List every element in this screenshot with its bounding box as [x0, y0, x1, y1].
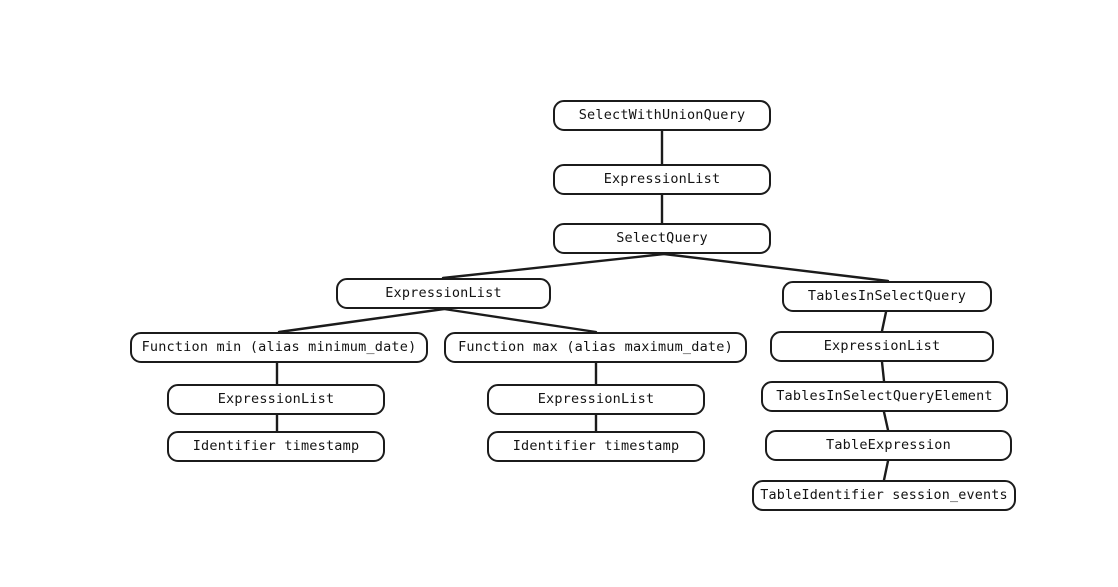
tree-node-label: TableExpression: [826, 436, 951, 453]
tree-node[interactable]: TableExpression: [765, 430, 1012, 461]
tree-node[interactable]: ExpressionList: [770, 331, 994, 362]
tree-node-label: ExpressionList: [385, 284, 502, 301]
tree-node[interactable]: ExpressionList: [336, 278, 551, 309]
tree-node[interactable]: Function min (alias minimum_date): [130, 332, 428, 363]
tree-node[interactable]: SelectQuery: [553, 223, 771, 254]
tree-edge: [662, 252, 890, 283]
tree-node-label: Function min (alias minimum_date): [141, 338, 417, 355]
tree-node[interactable]: ExpressionList: [553, 164, 771, 195]
tree-node[interactable]: Identifier timestamp: [487, 431, 705, 462]
tree-node-label: SelectWithUnionQuery: [578, 106, 746, 123]
tree-node-label: SelectQuery: [616, 229, 708, 246]
tree-node-label: Identifier timestamp: [512, 437, 680, 454]
tree-node[interactable]: ExpressionList: [167, 384, 385, 415]
tree-node[interactable]: ExpressionList: [487, 384, 705, 415]
tree-node-label: ExpressionList: [603, 170, 721, 187]
tree-edge: [277, 307, 446, 334]
tree-node-label: ExpressionList: [217, 390, 335, 407]
tree-node[interactable]: Function max (alias maximum_date): [444, 332, 747, 363]
tree-node[interactable]: Identifier timestamp: [167, 431, 385, 462]
tree-edge: [882, 410, 890, 432]
tree-edge: [880, 360, 886, 383]
tree-edge: [441, 252, 666, 280]
tree-node-label: TablesInSelectQueryElement: [776, 387, 993, 404]
tree-node-label: TableIdentifier session_events: [760, 487, 1008, 503]
tree-node-label: Function max (alias maximum_date): [458, 338, 733, 355]
tree-node[interactable]: TableIdentifier session_events: [752, 480, 1016, 511]
tree-node[interactable]: TablesInSelectQuery: [782, 281, 992, 312]
tree-node-label: Identifier timestamp: [192, 437, 360, 454]
tree-edge: [882, 459, 890, 482]
tree-edge: [442, 307, 598, 334]
tree-edge: [880, 310, 888, 333]
tree-node[interactable]: TablesInSelectQueryElement: [761, 381, 1008, 412]
tree-node[interactable]: SelectWithUnionQuery: [553, 100, 771, 131]
tree-node-label: ExpressionList: [823, 337, 941, 354]
tree-node-label: TablesInSelectQuery: [807, 287, 967, 304]
tree-node-label: ExpressionList: [537, 390, 655, 407]
